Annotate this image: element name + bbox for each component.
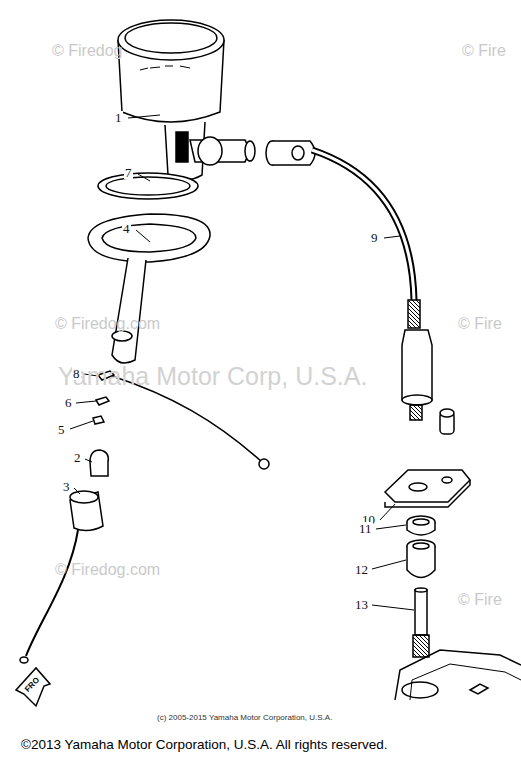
watermark: © Fire (462, 43, 506, 59)
watermark: © Firedog.com (55, 562, 160, 578)
callout-number: 3 (62, 480, 71, 493)
callout-number: 11 (358, 522, 373, 535)
callout-number: 8 (72, 367, 81, 380)
callout-number: 6 (64, 396, 73, 409)
callout-number: 7 (124, 166, 133, 179)
leader-lines (70, 115, 414, 610)
watermark: Yamaha Motor Corp, U.S.A. (58, 364, 367, 389)
callout-number: 4 (122, 222, 131, 235)
copyright-note: (c) 2005-2015 Yamaha Motor Corporation, … (157, 714, 332, 722)
callout-number: 5 (57, 423, 66, 436)
watermark: © Fire (458, 592, 502, 608)
line-art (16, 20, 521, 706)
callout-number: 2 (73, 451, 82, 464)
callout-number: 9 (370, 231, 379, 244)
watermark: © Fire (458, 316, 502, 332)
watermark: © Firedog.com (55, 316, 160, 332)
copyright-footer: ©2013 Yamaha Motor Corporation, U.S.A. A… (21, 738, 388, 752)
watermark: © Firedog (52, 43, 122, 59)
callout-number: 1 (114, 111, 123, 124)
callout-number: 12 (354, 563, 369, 576)
callout-number: 13 (354, 598, 369, 611)
